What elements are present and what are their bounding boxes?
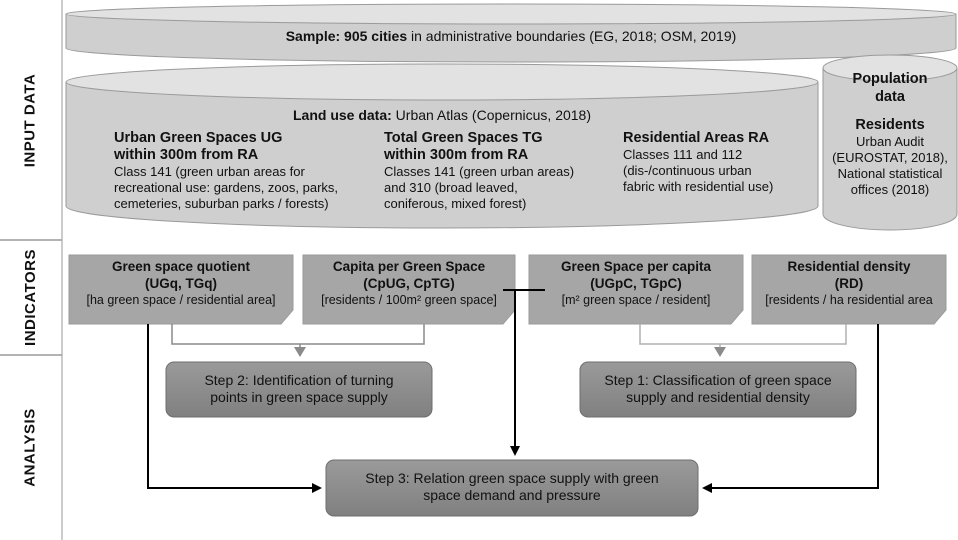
indicator-1-title: Green space quotient xyxy=(111,259,251,274)
arrow-left-to-step3 xyxy=(147,324,322,493)
tg-desc3: coniferous, mixed forest) xyxy=(384,196,527,211)
population-title2: data xyxy=(875,89,905,105)
indicator-4-abbr: (RD) xyxy=(834,276,864,291)
indicator-2-text: Capita per Green Space (CpUG, CpTG) [res… xyxy=(303,258,515,309)
landuse-cylinder xyxy=(65,63,819,229)
connector-step2 xyxy=(171,324,425,356)
ug-block: Urban Green Spaces UG within 300m from R… xyxy=(114,130,354,212)
indicator-box-4 xyxy=(751,254,947,325)
indicator-box-3 xyxy=(528,254,744,325)
step3-line1: Step 3: Relation green space supply with… xyxy=(365,470,659,486)
section-label-analysis-text: ANALYSIS xyxy=(21,408,39,487)
step2-line2: points in green space supply xyxy=(210,389,388,405)
landuse-rest: Urban Atlas (Copernicus, 2018) xyxy=(391,107,591,123)
indicator-2-title: Capita per Green Space xyxy=(332,259,486,274)
connector-step1 xyxy=(639,324,847,356)
tg-title2: within 300m from RA xyxy=(384,147,529,163)
population-desc1: Urban Audit xyxy=(856,134,924,149)
tg-desc2: and 310 (broad leaved, xyxy=(384,180,518,195)
indicator-3-title: Green Space per capita xyxy=(560,259,712,274)
ra-desc2: (dis-/continuous urban xyxy=(623,163,752,178)
sample-bold: Sample: 905 cities xyxy=(285,28,408,44)
indicator-1-text: Green space quotient (UGq, TGq) [ha gree… xyxy=(69,258,293,309)
indicator-3-abbr: (UGpC, TGpC) xyxy=(590,276,682,291)
ug-desc2: recreational use: gardens, zoos, parks, xyxy=(114,180,339,195)
population-block: Population data Residents Urban Audit (E… xyxy=(823,70,957,198)
step1-text: Step 1: Classification of green space su… xyxy=(580,372,856,406)
section-label-indicators: INDICATORS xyxy=(0,240,60,355)
ug-desc1: Class 141 (green urban areas for xyxy=(114,164,305,179)
population-desc4: offices (2018) xyxy=(850,182,930,197)
ug-title2: within 300m from RA xyxy=(114,147,259,163)
section-label-indicators-text: INDICATORS xyxy=(21,249,39,346)
indicator-3-text: Green Space per capita (UGpC, TGpC) [m² … xyxy=(529,258,743,309)
indicator-4-text: Residential density (RD) [residents / ha… xyxy=(752,258,946,309)
indicator-1-unit: [ha green space / residential area] xyxy=(86,293,276,307)
step3-line2: space demand and pressure xyxy=(423,487,601,503)
population-desc3: National statistical xyxy=(837,166,943,181)
population-sub: Residents xyxy=(855,117,925,133)
indicator-4-title: Residential density xyxy=(787,259,911,274)
indicator-box-2 xyxy=(302,254,516,325)
population-cylinder xyxy=(822,54,958,231)
ra-title1: Residential Areas RA xyxy=(623,130,770,146)
ug-desc3: cemeteries, suburban parks / forests) xyxy=(114,196,329,211)
tg-desc1: Classes 141 (green urban areas) xyxy=(384,164,575,179)
step3-text: Step 3: Relation green space supply with… xyxy=(326,470,698,504)
indicator-2-abbr: (CpUG, CpTG) xyxy=(363,276,455,291)
landuse-bold: Land use data: xyxy=(292,107,392,123)
population-desc2: (EUROSTAT, 2018), xyxy=(832,150,948,165)
indicator-4-unit: [residents / ha residential area xyxy=(765,293,933,307)
section-label-analysis: ANALYSIS xyxy=(0,355,60,540)
landuse-header: Land use data: Urban Atlas (Copernicus, … xyxy=(66,107,818,123)
sample-rest: in administrative boundaries (EG, 2018; … xyxy=(407,28,737,44)
ug-title1: Urban Green Spaces UG xyxy=(114,130,283,146)
sample-cylinder xyxy=(65,3,957,63)
population-title1: Population xyxy=(852,71,928,87)
indicator-3-unit: [m² green space / resident] xyxy=(561,293,711,307)
ra-desc3: fabric with residential use) xyxy=(623,179,774,194)
tg-title1: Total Green Spaces TG xyxy=(384,130,543,146)
indicator-1-abbr: (UGq, TGq) xyxy=(145,276,217,291)
tg-block: Total Green Spaces TG within 300m from R… xyxy=(384,130,614,212)
indicator-2-unit: [residents / 100m² green space] xyxy=(321,293,497,307)
step2-text: Step 2: Identification of turning points… xyxy=(166,372,432,406)
sample-text: Sample: 905 cities in administrative bou… xyxy=(66,28,956,44)
indicator-box-1 xyxy=(68,254,294,325)
arrow-center-to-step3 xyxy=(503,289,545,454)
step2-line1: Step 2: Identification of turning xyxy=(204,372,394,388)
step1-line2: supply and residential density xyxy=(626,389,810,405)
ra-desc1: Classes 111 and 112 xyxy=(623,147,743,162)
arrow-right-to-step3 xyxy=(702,324,879,493)
section-label-input-text: INPUT DATA xyxy=(21,73,39,167)
step1-line1: Step 1: Classification of green space xyxy=(604,372,832,388)
section-label-input: INPUT DATA xyxy=(0,0,60,240)
ra-block: Residential Areas RA Classes 111 and 112… xyxy=(623,130,813,195)
